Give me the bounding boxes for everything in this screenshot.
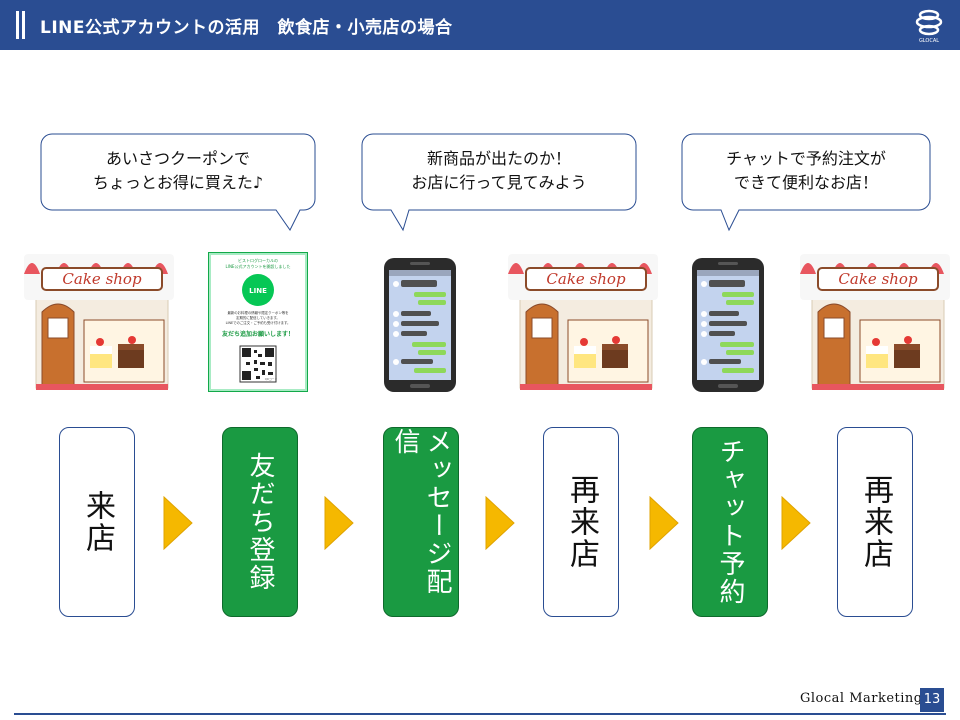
step-revisit: 再来店	[543, 427, 619, 617]
flyer-body-1: 最新のお料理の情報や限定クーポン等を	[227, 310, 288, 315]
step-label: 来店	[80, 490, 115, 554]
step-label: メッセージ配信	[390, 428, 452, 596]
line-flyer-image: ビストログローカルの LINE公式アカウントを開設しました LINE 最新のお料…	[208, 252, 308, 392]
cake-shop-icon: Cake shop	[800, 254, 950, 390]
flyer-top-text-2: LINE公式アカウントを開設しました	[226, 263, 291, 269]
cake-shop-icon: Cake shop	[508, 254, 658, 390]
shop-sign-text: Cake shop	[62, 270, 142, 288]
flyer-cta: 友だち追加お願いします！	[221, 330, 294, 338]
step-chat-reservation: チャット予約	[692, 427, 768, 617]
arrow-right-icon	[163, 496, 193, 550]
glocal-logo-icon	[915, 9, 943, 36]
speech-bubble-2: 新商品が出たのか！ お店に行って見てみよう	[361, 133, 637, 233]
shop-sign-text: Cake shop	[546, 270, 626, 288]
flyer-body-2: 定期的に配信していきます。	[236, 315, 280, 320]
footer-brand: Glocal Marketing	[800, 691, 923, 706]
speech-bubble-3: チャットで予約注文が できて便利なお店！	[681, 133, 931, 233]
flyer-body-3: LINEでのご注文・ご予約も受け付けます。	[226, 320, 291, 325]
page-number: 13	[920, 688, 944, 712]
step-revisit: 再来店	[837, 427, 913, 617]
qr-code-icon	[242, 348, 274, 380]
step-label: 再来店	[858, 474, 893, 570]
cake-shop-icon: Cake shop	[24, 254, 174, 390]
qr-caption: QRコード	[265, 377, 278, 381]
step-label: 友だち登録	[245, 452, 275, 592]
bubble-line-1: 新商品が出たのか！	[426, 149, 571, 168]
step-message-delivery: メッセージ配信	[383, 427, 459, 617]
step-friend-registration: 友だち登録	[222, 427, 298, 617]
step-label: チャット予約	[715, 438, 745, 606]
bubble-line-2: ちょっとお得に買えた♪	[92, 173, 264, 192]
step-visit: 来店	[59, 427, 135, 617]
header-bar: LINE公式アカウントの活用 飲食店・小売店の場合 GLOCAL	[0, 0, 960, 50]
footer-divider	[14, 713, 946, 715]
arrow-right-icon	[781, 496, 811, 550]
flyer-top-text: ビストログローカルの	[238, 257, 278, 263]
step-label: 再来店	[564, 474, 599, 570]
smartphone-chat-icon	[384, 258, 456, 392]
bubble-line-1: チャットで予約注文が	[726, 149, 886, 168]
bubble-line-1: あいさつクーポンで	[105, 149, 250, 168]
line-logo-icon: LINE	[249, 287, 267, 295]
page-title: LINE公式アカウントの活用 飲食店・小売店の場合	[40, 18, 453, 38]
speech-bubble-1: あいさつクーポンで ちょっとお得に買えた♪	[40, 133, 316, 233]
header-accent-bars	[16, 11, 26, 39]
shop-sign-text: Cake shop	[838, 270, 918, 288]
arrow-right-icon	[649, 496, 679, 550]
bubble-line-2: できて便利なお店！	[733, 173, 878, 192]
bubble-line-2: お店に行って見てみよう	[411, 173, 587, 192]
arrow-right-icon	[324, 496, 354, 550]
arrow-right-icon	[485, 496, 515, 550]
smartphone-chat-icon	[692, 258, 764, 392]
logo-text: GLOCAL	[918, 38, 940, 44]
